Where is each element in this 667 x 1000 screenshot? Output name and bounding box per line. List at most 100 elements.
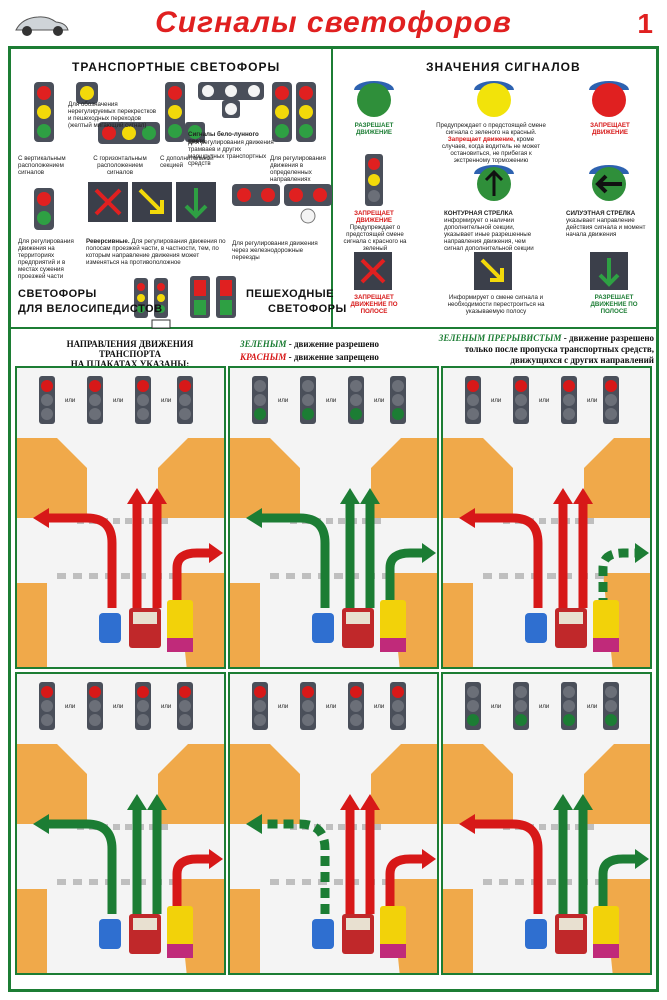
arrow-right-head — [422, 849, 436, 869]
truck-cargo — [346, 918, 370, 930]
or-label: или — [491, 398, 501, 404]
crosswalk-stripe — [539, 518, 546, 524]
arrow-left-turn — [45, 819, 117, 914]
yellow-text-2: кроме случаев, когда водитель не может о… — [441, 136, 541, 164]
bicycle-label-1: СВЕТОФОРЫ — [18, 288, 97, 300]
crosswalk-stripe — [286, 879, 295, 885]
arrow-straight-1-head — [340, 794, 360, 810]
or-label: или — [161, 704, 171, 710]
legend-flash-word: ЗЕЛЕНЫМ ПРЕРЫВИСТЫМ — [438, 333, 562, 343]
signal-yellow — [254, 394, 266, 406]
arrow-right-turn — [172, 854, 213, 914]
crosswalk-stripe — [515, 879, 524, 885]
building-right — [584, 438, 650, 518]
arrow-straight-2-head — [147, 488, 167, 504]
silhouette-title: СИЛУЭТНАЯ СТРЕЛКА — [566, 210, 636, 217]
arrow-right-turn — [598, 854, 639, 914]
signal-green — [605, 408, 617, 420]
divider-vertical — [331, 49, 333, 329]
signal-green — [563, 408, 575, 420]
crosswalk-stripe — [89, 573, 98, 579]
bus-front — [167, 638, 193, 652]
signal-yellow — [302, 700, 314, 712]
directions-caption: Для регулирования движения в определенны… — [270, 155, 326, 183]
crosswalk-stripe — [539, 824, 546, 830]
building-left — [17, 744, 87, 824]
arrow-straight-2-head — [573, 794, 593, 810]
legend-flashing: ЗЕЛЕНЫМ ПРЕРЫВИСТЫМ - движение разрешено… — [418, 333, 654, 366]
signal-green — [179, 714, 191, 726]
signal-green — [350, 714, 362, 726]
signal-red — [392, 380, 404, 392]
or-label: или — [65, 398, 75, 404]
signal-green — [254, 408, 266, 420]
signal-red — [350, 686, 362, 698]
signal-red — [254, 686, 266, 698]
or-label: или — [539, 398, 549, 404]
truck-cargo — [559, 918, 583, 930]
signal-red — [89, 686, 101, 698]
contour-text: информирует о наличии дополнительной сек… — [444, 217, 534, 252]
car-blue — [312, 919, 334, 949]
building-right — [371, 438, 437, 518]
or-label: или — [326, 704, 336, 710]
crosswalk-stripe — [302, 573, 311, 579]
building-left — [17, 438, 87, 518]
signal-green — [89, 408, 101, 420]
signal-yellow — [392, 700, 404, 712]
silhouette-text: указывает направление действия сигнала и… — [566, 217, 646, 238]
legend-green-word: ЗЕЛЕНЫМ — [240, 339, 287, 349]
crosswalk-stripe — [270, 879, 279, 885]
additional-caption: С дополнительной секцией — [160, 155, 214, 169]
building-left — [443, 438, 513, 518]
arrow-straight-2-head — [360, 794, 380, 810]
building-bottom-left — [443, 583, 473, 667]
arrow-right-head — [209, 543, 223, 563]
crosswalk-stripe — [161, 824, 168, 830]
divider-horizontal — [11, 327, 656, 329]
signal-red — [563, 686, 575, 698]
signal-green — [467, 408, 479, 420]
crosswalk-stripe — [121, 879, 130, 885]
or-label: или — [374, 398, 384, 404]
signal-red — [350, 380, 362, 392]
or-label: или — [374, 704, 384, 710]
arrow-right-head — [635, 543, 649, 563]
building-bottom-left — [17, 889, 47, 973]
crosswalk-stripe — [57, 573, 66, 579]
building-left — [443, 744, 513, 824]
building-bottom-left — [230, 889, 260, 973]
directions-heading: НАПРАВЛЕНИЯ ДВИЖЕНИЯ ТРАНСПОРТА НА ПЛАКА… — [40, 339, 220, 369]
crosswalk-stripe — [290, 824, 297, 830]
signal-yellow — [41, 700, 53, 712]
signal-green — [302, 714, 314, 726]
building-bottom-left — [17, 583, 47, 667]
silhouette-caption: СИЛУЭТНАЯ СТРЕЛКА указывает направление … — [566, 210, 656, 238]
signal-red — [467, 380, 479, 392]
truck-cargo — [133, 918, 157, 930]
signal-green — [89, 714, 101, 726]
crosswalk-stripe — [125, 518, 132, 524]
arrow-left-head — [459, 814, 475, 834]
truck-cargo — [559, 612, 583, 624]
arrow-right-turn — [385, 854, 426, 914]
contour-title: КОНТУРНАЯ СТРЕЛКА — [444, 210, 513, 217]
arrow-right-turn — [172, 548, 213, 608]
signal-green — [350, 408, 362, 420]
signal-green — [254, 714, 266, 726]
signal-red — [179, 686, 191, 698]
pedestrian-label-2: СВЕТОФОРЫ — [268, 303, 347, 315]
signal-yellow — [467, 700, 479, 712]
crosswalk-stripe — [57, 879, 66, 885]
signal-red — [605, 380, 617, 392]
arrow-right-head — [635, 849, 649, 869]
contour-caption: КОНТУРНАЯ СТРЕЛКА информирует о наличии … — [444, 210, 544, 252]
yellow-text-red: Запрещает движение, — [447, 136, 516, 143]
signal-red — [137, 686, 149, 698]
reversible-caption: Реверсивные. Для регулирования движения … — [86, 238, 226, 266]
red-yellow-caption: Предупреждает о предстоящей смене сигнал… — [343, 224, 407, 252]
signal-yellow — [179, 700, 191, 712]
